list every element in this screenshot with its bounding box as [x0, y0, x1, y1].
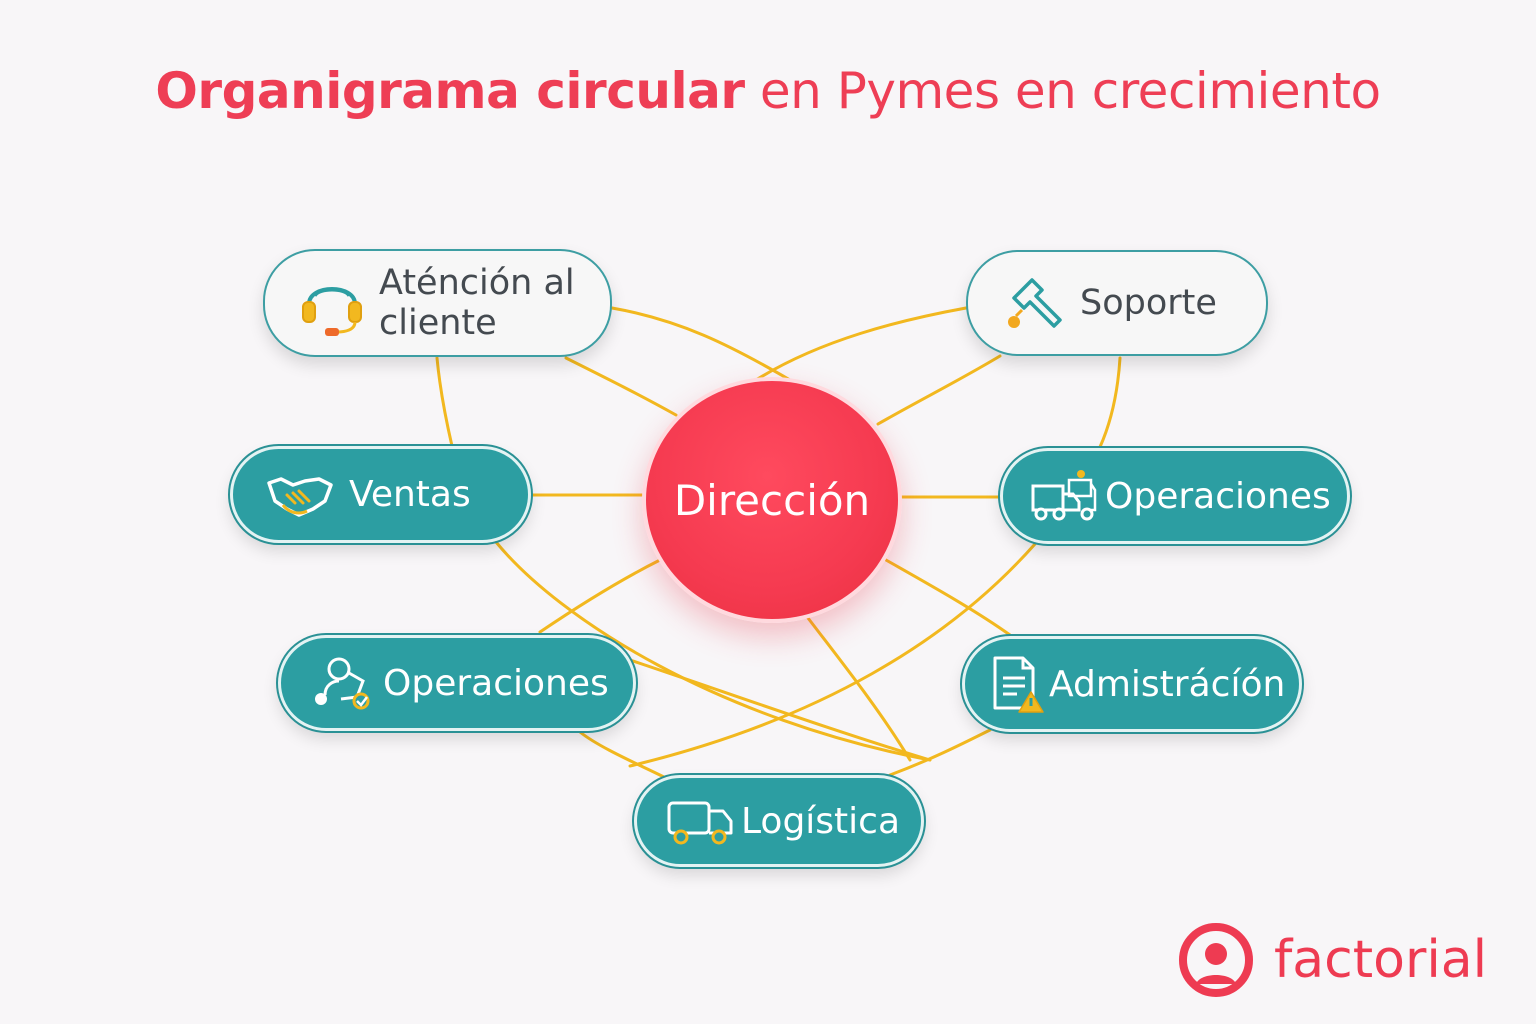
factorial-logo-icon — [1178, 922, 1254, 998]
handshake-icon — [265, 465, 335, 525]
people-network-icon — [311, 651, 375, 715]
link-atencion-center-a — [610, 306, 792, 382]
link-center-logistica — [806, 616, 912, 762]
link-center-admin — [884, 558, 1012, 637]
document-warning-icon — [989, 652, 1049, 716]
brand-name: factorial — [1274, 930, 1488, 990]
ventas-label: Ventas — [349, 474, 471, 515]
page-title: Organigrama circular en Pymes en crecimi… — [0, 62, 1536, 120]
link-admin-logistica — [888, 728, 992, 777]
atencion-label: Aténción al cliente — [379, 263, 575, 343]
link-ventas-admin — [494, 540, 932, 762]
link-soporte-center-a — [754, 306, 968, 382]
atencion-label-line1: Aténción al — [379, 263, 575, 303]
operaciones-left-label: Operaciones — [383, 662, 609, 704]
operaciones-right-label: Operaciones — [1105, 475, 1331, 517]
title-bold: Organigrama circular — [155, 62, 745, 120]
link-opleft-admin — [628, 658, 932, 762]
link-atencion-ventas — [435, 356, 454, 448]
soporte-label: Soporte — [1080, 283, 1217, 323]
node-logistica[interactable]: Logística — [632, 773, 926, 869]
atencion-label-line2: cliente — [379, 303, 497, 343]
admistracion-label: Admistrácíón — [1049, 663, 1286, 705]
node-direccion[interactable]: Dirección — [642, 377, 902, 623]
node-atencion-cliente[interactable]: Aténción al cliente — [263, 249, 612, 357]
node-operaciones-right[interactable]: Operaciones — [998, 446, 1352, 546]
node-ventas[interactable]: Ventas — [228, 444, 533, 545]
node-admistracion[interactable]: Admistrácíón — [960, 634, 1304, 734]
headset-icon — [297, 268, 367, 338]
brand-logo: factorial — [1178, 922, 1487, 998]
node-operaciones-left[interactable]: Operaciones — [276, 633, 638, 733]
link-operaciones-logistica — [628, 542, 1037, 768]
logistica-label: Logística — [741, 800, 901, 842]
node-soporte[interactable]: Soporte — [966, 250, 1268, 356]
link-opleft-logistica — [578, 730, 672, 782]
van-icon — [665, 793, 735, 849]
trucks-icon — [1029, 466, 1097, 526]
link-center-opleft — [538, 558, 662, 634]
direccion-label: Dirección — [673, 475, 871, 525]
wrench-icon — [1002, 270, 1068, 336]
link-soporte-operaciones — [1098, 356, 1122, 449]
link-atencion-center-b — [564, 356, 678, 417]
title-light: en Pymes en crecimiento — [759, 62, 1381, 120]
link-soporte-center-b — [876, 354, 1002, 426]
